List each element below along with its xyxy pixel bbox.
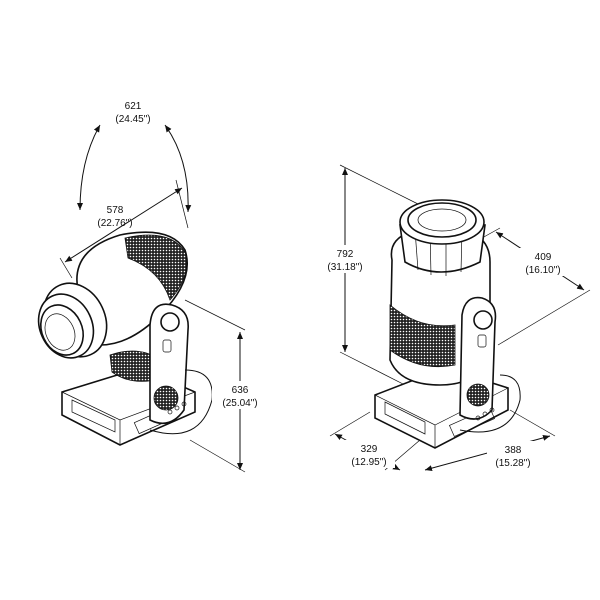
tilt-arc-left (77, 124, 101, 211)
base-width-dim-inch: (12.95") (351, 457, 386, 468)
swing-dim-mm: 621 (125, 101, 142, 112)
base-length-dim-mm: 388 (505, 445, 522, 456)
right-fixture (329, 164, 591, 472)
height-dim-inch: (25.04") (222, 398, 257, 409)
base-width-dim-mm: 329 (361, 444, 378, 455)
left-fixture (37, 124, 246, 473)
total-height-dim-mm: 792 (337, 249, 354, 260)
total-height-dim-inch: (31.18") (327, 262, 362, 273)
depth-dim-mm: 409 (535, 252, 552, 263)
tilt-arc-right (164, 124, 192, 213)
depth-dim-inch: (16.10") (525, 265, 560, 276)
swing-dim-inch: (24.45") (115, 114, 150, 125)
height-dim-mm: 636 (232, 385, 249, 396)
base-length-dim-inch: (15.28") (495, 458, 530, 469)
head-length-dim-mm: 578 (107, 205, 124, 216)
head-length-dim-inch: (22.76") (97, 218, 132, 229)
